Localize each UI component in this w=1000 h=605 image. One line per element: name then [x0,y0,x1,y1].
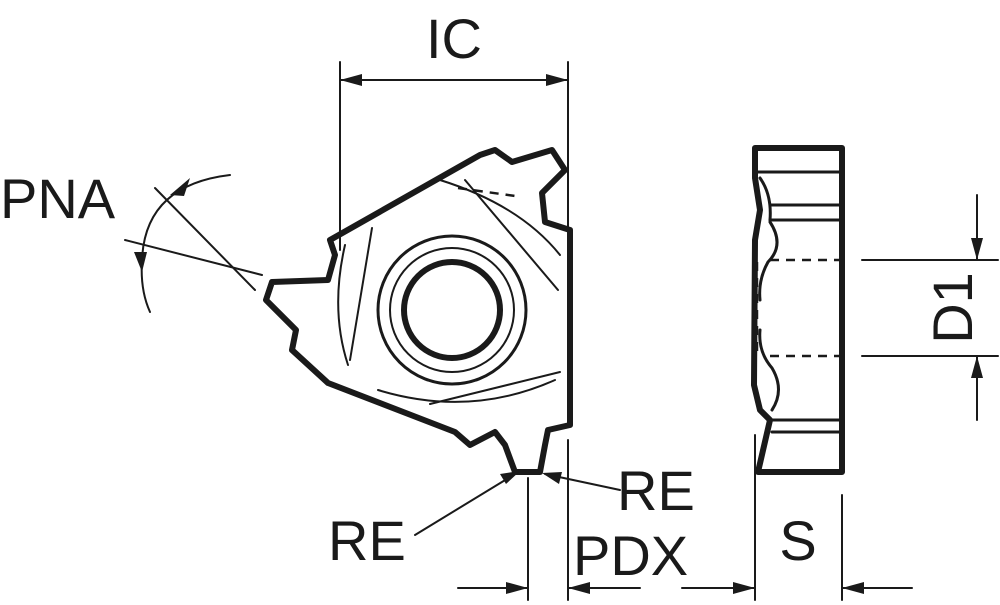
pna-reference-line [124,239,263,276]
pdx-label: PDX [573,524,688,587]
flank-line-3 [429,371,561,405]
re-right-label: RE [617,459,695,522]
hole-chamfer-ring [389,247,515,373]
d1-arrow-top [971,238,983,260]
re-right-arrow [542,472,562,484]
ic-label: IC [426,7,482,70]
hidden-edge-top [457,186,516,198]
d1-label: D1 [921,272,984,344]
d1-dimension: D1 [861,194,999,421]
clearance-curve-top [439,179,561,256]
side-hole-top-curve [758,220,779,302]
ic-arrow-left [340,74,362,86]
insert-outline [263,147,573,475]
pna-angle-arc [140,174,231,313]
s-arrow-left [733,582,755,594]
insert-front-view [263,147,573,475]
pna-dimension: PNA [0,167,263,313]
s-dimension: S [681,434,913,601]
re-left-leader [414,473,516,536]
pna-arrow-bottom [134,252,147,272]
pna-flank-line [154,187,256,291]
flank-line-2 [349,227,373,361]
pdx-dimension: PDX [457,439,688,601]
re-dimensions: RE RE [328,459,695,572]
re-left-arrow [500,471,520,484]
pna-arrow-top [170,178,190,196]
hole-outer-ring [376,234,528,386]
clearance-curve-bottom [377,379,556,403]
ic-dimension: IC [339,7,569,251]
side-top-curve [758,176,772,222]
clearance-curve-left [337,244,349,366]
s-arrow-right [842,582,864,594]
hole-bore [401,259,503,361]
flank-line-1 [464,179,559,291]
side-outline [751,145,845,475]
insert-side-view [751,145,845,475]
d1-arrow-bottom [971,356,983,378]
pdx-arrow-left [506,582,528,594]
ic-arrow-right [546,74,568,86]
pdx-arrow-right [568,582,590,594]
side-hole-bottom-curve [758,328,780,412]
s-label: S [779,509,816,572]
re-left-label: RE [328,509,406,572]
pna-label: PNA [0,167,116,230]
